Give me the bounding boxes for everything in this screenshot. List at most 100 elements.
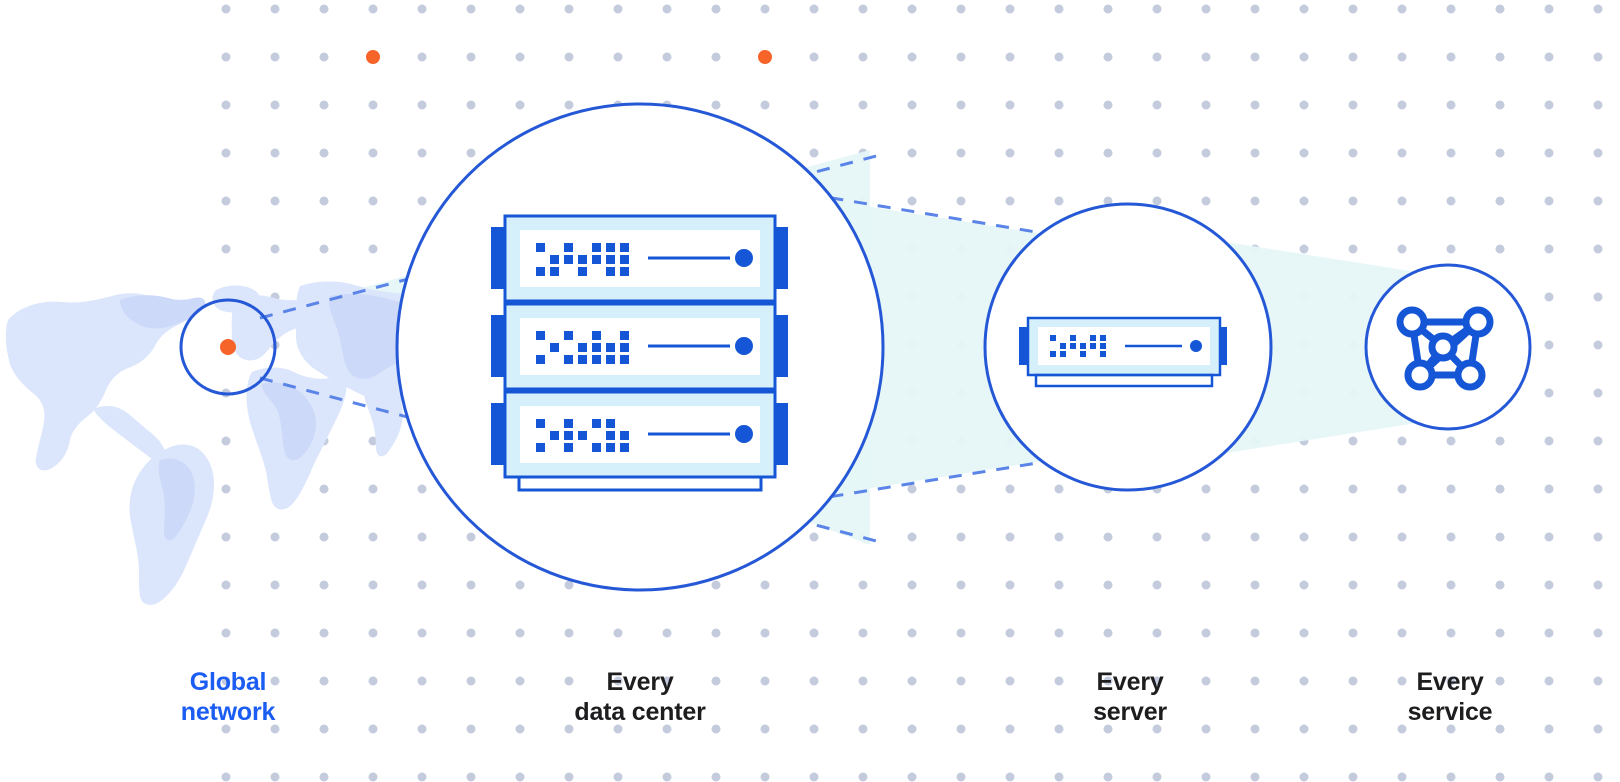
grid-dot <box>1250 484 1260 494</box>
grid-dot <box>1005 100 1015 110</box>
grid-dot <box>1348 628 1358 638</box>
grid-dot <box>1201 100 1211 110</box>
grid-dot <box>1544 292 1554 302</box>
grid-dot <box>1397 580 1407 590</box>
grid-dot <box>270 4 280 14</box>
server-rack-icon <box>491 214 788 492</box>
grid-dot <box>466 676 476 686</box>
grid-dot <box>809 772 819 782</box>
grid-dot <box>1201 676 1211 686</box>
grid-dot <box>858 580 868 590</box>
grid-dot <box>319 196 329 206</box>
grid-dot <box>1054 532 1064 542</box>
grid-dot <box>1152 724 1162 734</box>
grid-dot <box>1005 196 1015 206</box>
grid-dot <box>1299 724 1309 734</box>
grid-dot <box>1103 4 1113 14</box>
grid-dot <box>1593 244 1603 254</box>
grid-dot <box>1397 724 1407 734</box>
grid-dot <box>1446 100 1456 110</box>
grid-dot <box>1103 52 1113 62</box>
grid-dot <box>1397 436 1407 446</box>
grid-dot <box>956 532 966 542</box>
grid-dot <box>613 772 623 782</box>
grid-dot <box>758 50 772 64</box>
grid-dot <box>1201 580 1211 590</box>
grid-dot <box>564 100 574 110</box>
grid-dot <box>1201 196 1211 206</box>
grid-dot <box>1593 4 1603 14</box>
grid-dot <box>417 772 427 782</box>
grid-dot <box>760 580 770 590</box>
grid-dot <box>858 628 868 638</box>
grid-dot <box>1495 676 1505 686</box>
grid-dot <box>809 532 819 542</box>
grid-dot <box>1544 676 1554 686</box>
grid-dot <box>417 724 427 734</box>
grid-dot <box>1103 148 1113 158</box>
grid-dot <box>907 772 917 782</box>
grid-dot <box>907 676 917 686</box>
grid-dot <box>319 484 329 494</box>
server-led-grid <box>536 331 629 364</box>
grid-dot <box>1005 628 1015 638</box>
map-location-marker <box>220 339 236 355</box>
grid-dot <box>1495 436 1505 446</box>
grid-dot <box>466 580 476 590</box>
grid-dot <box>1103 196 1113 206</box>
grid-dot <box>515 52 525 62</box>
grid-dot <box>1544 244 1554 254</box>
server-led-grid <box>1050 335 1106 357</box>
grid-dot <box>1250 580 1260 590</box>
grid-dot <box>1299 4 1309 14</box>
grid-dot <box>907 532 917 542</box>
grid-dot <box>1593 52 1603 62</box>
label-every-service: Every service <box>1407 668 1493 726</box>
grid-dot <box>1495 628 1505 638</box>
grid-dot <box>1348 244 1358 254</box>
grid-dot <box>1446 724 1456 734</box>
grid-dot <box>760 724 770 734</box>
single-server-icon <box>1019 316 1227 388</box>
grid-dot <box>319 52 329 62</box>
server-led-grid <box>536 243 629 276</box>
grid-dot <box>858 772 868 782</box>
grid-dot <box>368 244 378 254</box>
grid-dot <box>809 148 819 158</box>
grid-dot <box>1544 340 1554 350</box>
grid-dot <box>711 100 721 110</box>
grid-dot <box>1446 436 1456 446</box>
grid-dot <box>270 724 280 734</box>
grid-dot <box>907 484 917 494</box>
grid-dot <box>417 484 427 494</box>
grid-dot <box>466 4 476 14</box>
grid-dot <box>270 580 280 590</box>
circle-global-network <box>179 298 277 396</box>
grid-dot <box>1299 532 1309 542</box>
grid-dot <box>466 724 476 734</box>
grid-dot <box>270 628 280 638</box>
grid-dot <box>368 436 378 446</box>
grid-dot <box>221 148 231 158</box>
grid-dot <box>858 100 868 110</box>
grid-dot <box>1348 52 1358 62</box>
grid-dot <box>711 676 721 686</box>
grid-dot <box>1152 772 1162 782</box>
grid-dot <box>1250 196 1260 206</box>
grid-dot <box>564 724 574 734</box>
grid-dot <box>1593 196 1603 206</box>
grid-dot <box>1005 532 1015 542</box>
grid-dot <box>956 676 966 686</box>
grid-dot <box>711 52 721 62</box>
grid-dot <box>1054 4 1064 14</box>
grid-dot <box>1348 196 1358 206</box>
grid-dot <box>711 724 721 734</box>
grid-dot <box>1005 148 1015 158</box>
grid-dot <box>956 484 966 494</box>
grid-dot <box>1201 628 1211 638</box>
grid-dot <box>1397 628 1407 638</box>
grid-dot <box>760 4 770 14</box>
grid-dot <box>956 4 966 14</box>
grid-dot <box>858 52 868 62</box>
